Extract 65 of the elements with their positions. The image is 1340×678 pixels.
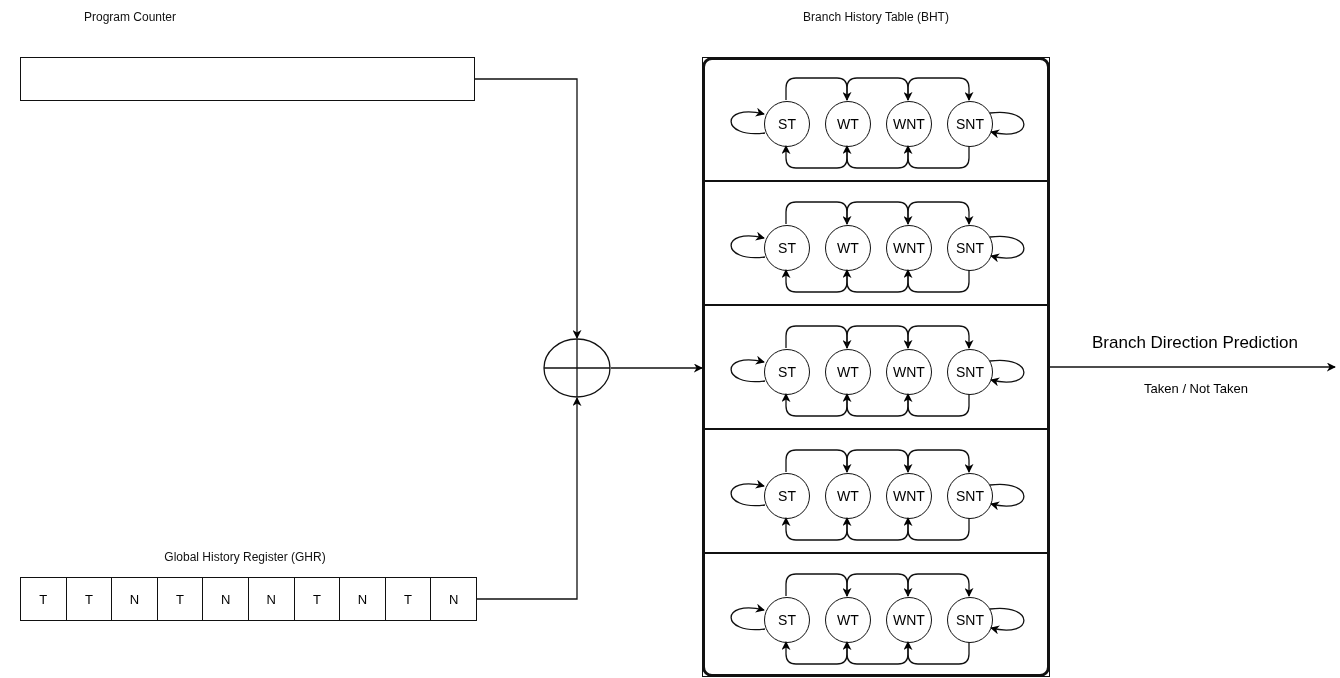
- heading: Branch History Table (BHT): [803, 10, 949, 24]
- register-cell: N: [248, 577, 295, 621]
- arrow: [989, 235, 1025, 262]
- arrow: [781, 641, 848, 665]
- arrow: [781, 517, 848, 541]
- arrow: [842, 517, 909, 541]
- arrow: [907, 201, 974, 225]
- arrow: [785, 573, 852, 597]
- arrow: [781, 145, 848, 169]
- register-cell: T: [156, 577, 204, 621]
- heading: Program Counter: [84, 10, 176, 24]
- arrow: [730, 604, 766, 631]
- arrow: [903, 393, 970, 417]
- arrow: [842, 269, 909, 293]
- arrow: [907, 77, 974, 101]
- register-cell: T: [20, 577, 67, 621]
- arrow: [903, 641, 970, 665]
- table-row: [702, 305, 1050, 429]
- arrow: [846, 77, 913, 101]
- register-cell: T: [65, 577, 113, 621]
- arrow: [785, 201, 852, 225]
- arrow: [842, 393, 909, 417]
- table-row: [702, 553, 1050, 677]
- arrow: [846, 201, 913, 225]
- annotation-text: Taken / Not Taken: [1143, 381, 1249, 396]
- arrow: [989, 111, 1025, 138]
- arrow: [474, 78, 582, 339]
- arrow: [842, 145, 909, 169]
- arrow: [903, 145, 970, 169]
- arrow: [989, 607, 1025, 634]
- arrow: [785, 77, 852, 101]
- arrow: [846, 325, 913, 349]
- arrow: [781, 269, 848, 293]
- arrow: [610, 363, 703, 373]
- arrow: [842, 641, 909, 665]
- arrow: [781, 393, 848, 417]
- register-cell: N: [339, 577, 386, 621]
- register-cell: N: [202, 577, 249, 621]
- register-cell: T: [384, 577, 432, 621]
- edge-label: Branch Direction Prediction: [1091, 333, 1299, 353]
- arrow: [907, 573, 974, 597]
- arrow: [989, 359, 1025, 386]
- heading: Global History Register (GHR): [164, 550, 326, 564]
- table-row: [702, 429, 1050, 553]
- arrow: [1049, 362, 1336, 372]
- arrow: [475, 397, 582, 600]
- arrow: [730, 232, 766, 259]
- xor-symbol: [543, 338, 611, 398]
- register-cell: N: [430, 577, 477, 621]
- register-cell: N: [111, 577, 158, 621]
- arrow: [907, 449, 974, 473]
- arrow: [907, 325, 974, 349]
- arrow: [903, 517, 970, 541]
- arrow: [785, 325, 852, 349]
- arrow: [989, 483, 1025, 510]
- arrow: [846, 573, 913, 597]
- table-row: [702, 181, 1050, 305]
- table-row: [702, 57, 1050, 181]
- arrow: [903, 269, 970, 293]
- arrow: [785, 449, 852, 473]
- arrow: [846, 449, 913, 473]
- arrow: [730, 480, 766, 507]
- register-cell: T: [293, 577, 341, 621]
- arrow: [730, 108, 766, 135]
- arrow: [730, 356, 766, 383]
